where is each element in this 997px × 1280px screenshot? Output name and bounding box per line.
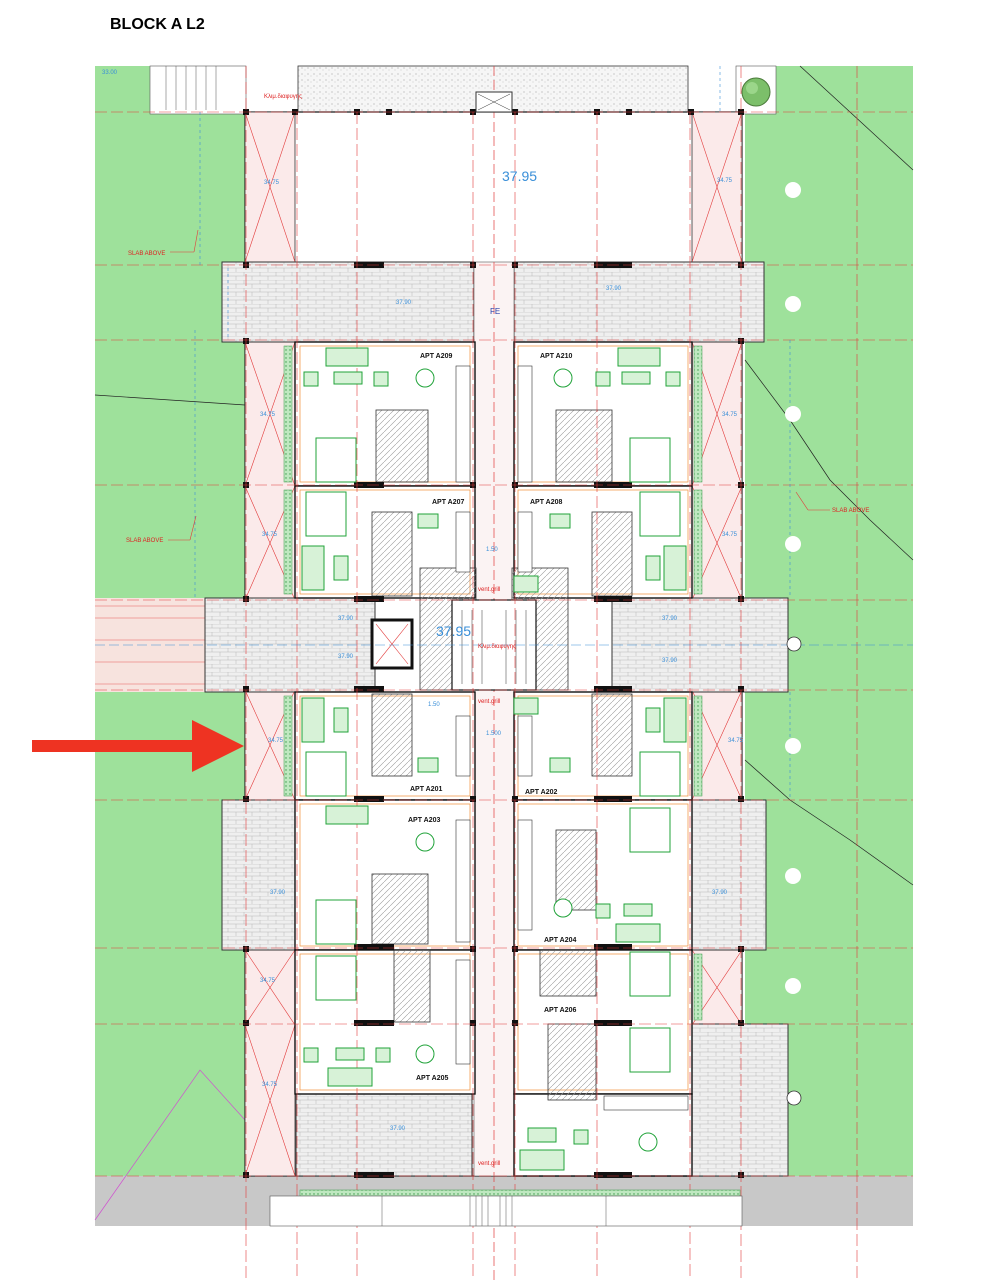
apartment-label: APT A202 bbox=[525, 789, 558, 796]
vent-grill-note: vent.grill bbox=[478, 1161, 500, 1167]
apartment-label: APT A201 bbox=[410, 786, 443, 793]
slab-above-note: SLAB ABOVE bbox=[832, 508, 869, 514]
elevation-balcony: 37.90 bbox=[338, 616, 354, 622]
apartment-label: APT A208 bbox=[530, 499, 563, 506]
elevation-balcony: 37.90 bbox=[338, 654, 354, 660]
balconies bbox=[204, 261, 789, 1177]
elevation-balcony: 37.90 bbox=[396, 300, 412, 306]
elevation-terrace: 34.75 bbox=[728, 738, 744, 744]
elevation-main-top: 37.95 bbox=[502, 168, 537, 184]
apartment-label: APT A210 bbox=[540, 353, 573, 360]
elevation-terrace: 34.75 bbox=[262, 532, 278, 538]
apartment-label: APT A209 bbox=[420, 353, 453, 360]
slab-above-note: SLAB ABOVE bbox=[128, 251, 165, 257]
elevation-balcony: 37.90 bbox=[606, 286, 622, 292]
elevation-corner: 33.00 bbox=[102, 70, 118, 76]
apartment-label: APT A205 bbox=[416, 1075, 449, 1082]
elevation-terrace: 34.75 bbox=[717, 178, 733, 184]
vent-grill-note: vent.grill bbox=[478, 699, 500, 705]
apartment-label: APT A203 bbox=[408, 817, 441, 824]
apartment-label: APT A204 bbox=[544, 937, 577, 944]
elevation-terrace: 34.75 bbox=[260, 412, 276, 418]
elevation-balcony: 37.90 bbox=[390, 1126, 406, 1132]
elevation-main-core: 37.95 bbox=[436, 623, 471, 639]
elevation-terrace: 34.75 bbox=[268, 738, 284, 744]
property-line bbox=[94, 1069, 246, 1221]
apartment-label: APT A206 bbox=[544, 1007, 577, 1014]
dimension-label: 1.500 bbox=[486, 731, 502, 737]
apartment-label: APT A207 bbox=[432, 499, 465, 506]
dimension-label: 1.50 bbox=[486, 547, 498, 553]
elevation-balcony: 37.90 bbox=[662, 616, 678, 622]
slab-above-note: SLAB ABOVE bbox=[126, 538, 163, 544]
vent-grill-note: vent.grill bbox=[478, 587, 500, 593]
drawing-title: BLOCK A L2 bbox=[110, 16, 205, 33]
dimension-label: 1.50 bbox=[428, 702, 440, 708]
elevation-terrace: 34.75 bbox=[264, 180, 280, 186]
fire-extinguisher-label: FE bbox=[490, 307, 500, 316]
escape-stair-note: Κλιμ.διαφυγης bbox=[478, 644, 516, 650]
elevation-balcony: 37.90 bbox=[270, 890, 286, 896]
elevation-terrace: 34.75 bbox=[262, 1082, 278, 1088]
elevation-terrace: 34.75 bbox=[722, 412, 738, 418]
pointer-arrow-icon bbox=[32, 720, 244, 772]
elevation-balcony: 37.90 bbox=[662, 658, 678, 664]
escape-stair-note: Κλιμ.διαφυγης bbox=[264, 94, 302, 100]
elevation-terrace: 34.75 bbox=[260, 978, 276, 984]
furniture bbox=[301, 347, 687, 1171]
elevation-balcony: 37.90 bbox=[712, 890, 728, 896]
elevation-terrace: 34.75 bbox=[722, 532, 738, 538]
